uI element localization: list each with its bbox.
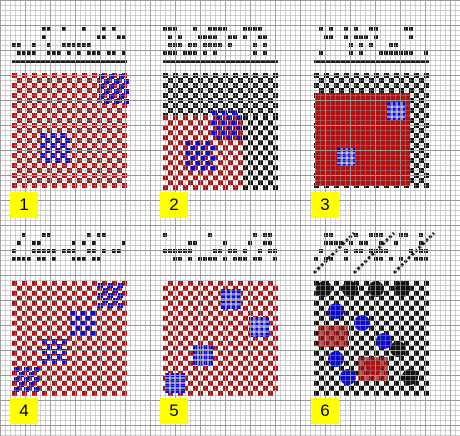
panel-label-4: 4: [10, 398, 38, 424]
panel-label-5: 5: [160, 398, 188, 424]
panel-label-3: 3: [311, 192, 339, 218]
draft-marks-5: [163, 233, 277, 261]
panel-label-6: 6: [311, 398, 339, 424]
draft-marks-6: [314, 233, 428, 261]
draft-marks-4: [12, 233, 126, 261]
panel-label-1: 1: [10, 192, 38, 218]
draft-marks-3: [314, 27, 429, 63]
panel-label-2: 2: [160, 192, 188, 218]
draft-marks-1: [12, 27, 127, 63]
panel-4: [12, 281, 127, 396]
